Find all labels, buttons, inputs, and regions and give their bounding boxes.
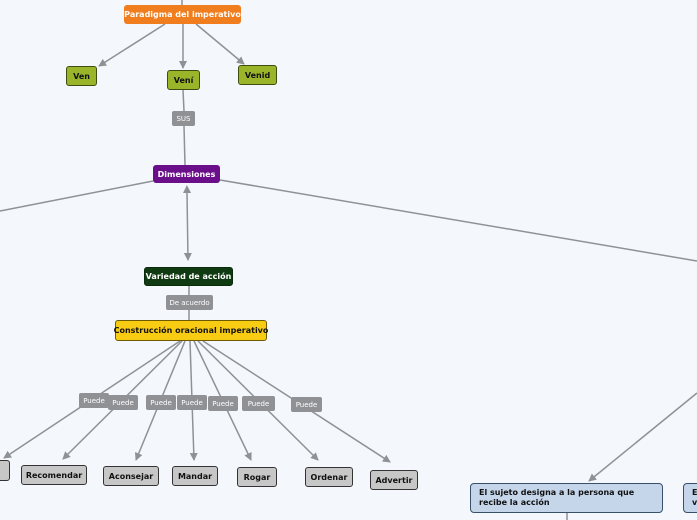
node-paradigma-imperativo[interactable]: Paradigma del imperativo [124,5,241,24]
node-venid[interactable]: Venid [238,65,277,85]
edge-label-puede: Puede [208,396,238,411]
node-sujeto-persona[interactable]: El sujeto designa a la persona que recib… [470,483,663,513]
node-ordenar[interactable]: Ordenar [305,467,353,487]
edge-label-puede: Puede [291,397,322,412]
edge-label-puede: Puede [177,395,207,410]
node-advertir[interactable]: Advertir [370,470,418,490]
node-recomendar[interactable]: Recomendar [21,465,87,485]
node-variedad-de-accion[interactable]: Variedad de acción [144,267,233,286]
node-veni[interactable]: Vení [167,70,200,90]
edge-label-puede: Puede [79,393,109,408]
node-construccion-oracional[interactable]: Construcción oracional imperativo [114,320,268,341]
node-partial-right[interactable]: E v [683,483,697,513]
edge-label-puede: Puede [242,396,275,411]
node-aconsejar[interactable]: Aconsejar [103,466,159,486]
node-mandar[interactable]: Mandar [172,466,218,486]
edge-label-sus: SUS [172,111,195,126]
node-rogar[interactable]: Rogar [237,467,277,487]
edge-label-puede: Puede [146,395,176,410]
edge-label-puede: Puede [108,395,138,410]
node-ven[interactable]: Ven [66,66,97,86]
edge-label-de-acuerdo: De acuerdo [166,295,213,310]
node-partial-left[interactable] [0,460,10,481]
node-dimensiones[interactable]: Dimensiones [153,165,220,183]
